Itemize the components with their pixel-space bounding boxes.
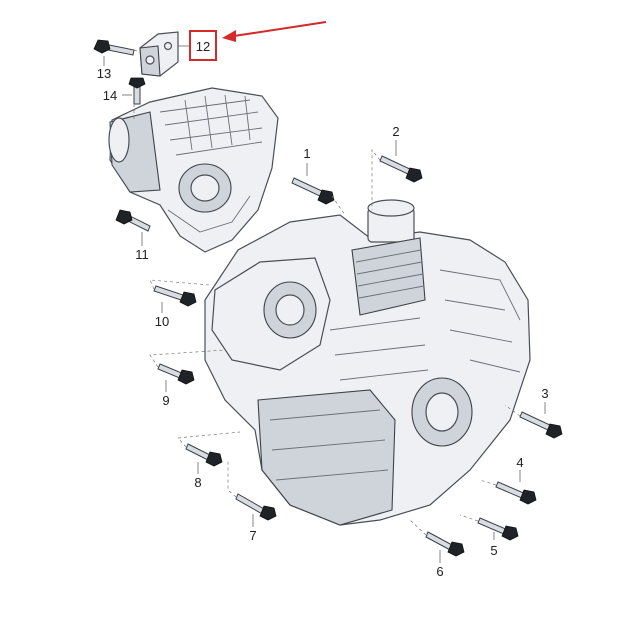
bolt-11 bbox=[115, 209, 151, 232]
bolt-3 bbox=[519, 411, 563, 439]
callout-7: 7 bbox=[249, 528, 256, 543]
callout-14: 14 bbox=[103, 88, 117, 103]
bolt-8 bbox=[185, 443, 223, 467]
bolt-6 bbox=[425, 531, 465, 557]
bolt-13 bbox=[93, 39, 135, 56]
highlight-box bbox=[189, 30, 217, 61]
bolt-2 bbox=[379, 155, 423, 183]
arrow-right-icon bbox=[222, 21, 327, 42]
callout-12: 12 bbox=[196, 39, 210, 54]
callout-12-highlight: 12 bbox=[178, 30, 217, 61]
bolt-14 bbox=[128, 77, 146, 105]
callout-2: 2 bbox=[392, 124, 399, 139]
callout-5: 5 bbox=[490, 543, 497, 558]
bolt-4 bbox=[495, 481, 537, 505]
callout-3: 3 bbox=[541, 386, 548, 401]
bolt-10 bbox=[153, 285, 197, 307]
callout-8: 8 bbox=[194, 475, 201, 490]
bolt-7 bbox=[235, 493, 277, 521]
callout-11: 11 bbox=[135, 247, 149, 262]
bolt-1 bbox=[291, 177, 335, 205]
bolt-5 bbox=[477, 517, 519, 541]
callout-9: 9 bbox=[162, 393, 169, 408]
callout-13: 13 bbox=[97, 66, 111, 81]
transfer-case-housing bbox=[108, 87, 279, 253]
callout-1: 1 bbox=[303, 146, 310, 161]
bolt-9 bbox=[157, 363, 195, 385]
callout-6: 6 bbox=[436, 564, 443, 579]
gearbox-housing bbox=[204, 199, 531, 526]
mounting-bracket bbox=[139, 31, 179, 77]
callout-10: 10 bbox=[155, 314, 169, 329]
callout-4: 4 bbox=[516, 455, 523, 470]
